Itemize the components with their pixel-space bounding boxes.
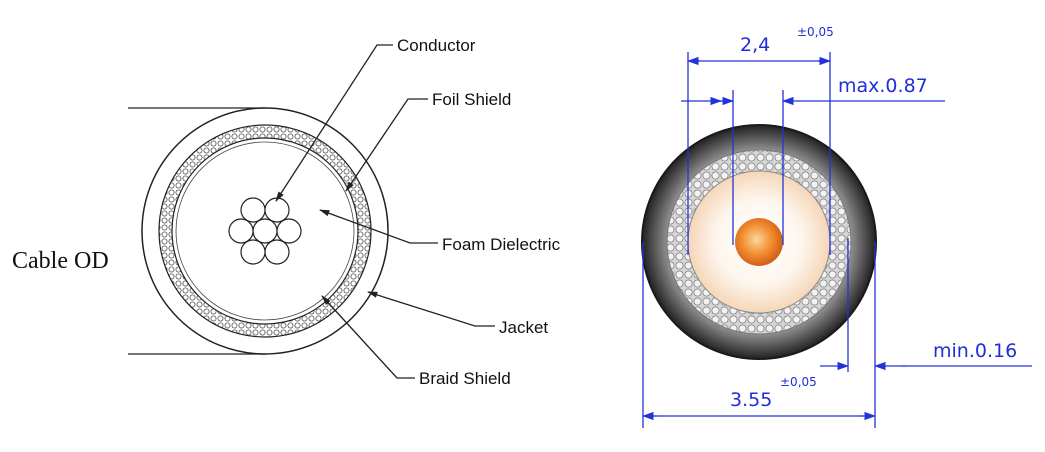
left-cross-section xyxy=(128,107,389,355)
callout-conductor-label: Conductor xyxy=(397,36,476,55)
callout-foam-dielectric: Foam Dielectric xyxy=(319,209,561,254)
center-conductor xyxy=(735,218,783,266)
callout-conductor: Conductor xyxy=(275,36,476,202)
dim-jacket-value: min.0.16 xyxy=(933,340,1017,362)
dim-inner-tolerance: ±0,05 xyxy=(797,25,834,39)
callout-foil-shield: Foil Shield xyxy=(345,90,511,192)
callout-foil-shield-label: Foil Shield xyxy=(432,90,511,109)
dim-outer-tolerance: ±0,05 xyxy=(780,375,817,389)
callout-jacket: Jacket xyxy=(367,291,548,337)
dim-inner-diameter-value: 2,4 xyxy=(740,34,770,56)
cable-od-label: Cable OD xyxy=(12,248,109,274)
callout-braid-shield-label: Braid Shield xyxy=(419,369,511,388)
dimension-braid: max.0.87 xyxy=(681,75,945,106)
right-cross-section xyxy=(641,124,877,360)
callout-jacket-label: Jacket xyxy=(499,318,548,337)
dim-outer-diameter-value: 3.55 xyxy=(730,389,772,411)
dimension-outer-diameter: 3.55 ±0,05 xyxy=(641,375,877,421)
conductor-strands xyxy=(228,197,302,265)
callout-foam-dielectric-label: Foam Dielectric xyxy=(442,235,561,254)
callout-braid-shield: Braid Shield xyxy=(321,295,511,388)
dimension-jacket: min.0.16 xyxy=(820,340,1032,371)
dim-braid-value: max.0.87 xyxy=(838,75,928,97)
extension-lines xyxy=(642,52,876,428)
dimension-inner-diameter: 2,4 ±0,05 xyxy=(686,25,834,66)
